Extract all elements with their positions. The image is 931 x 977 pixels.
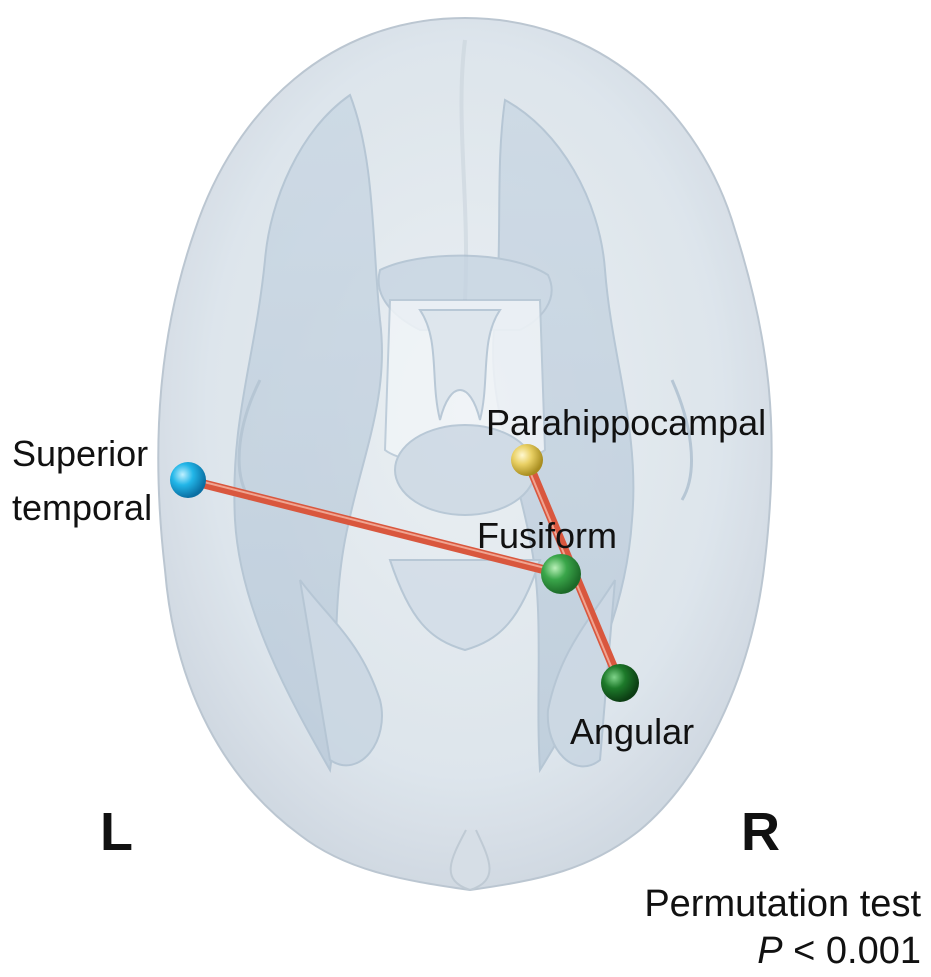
node-angular <box>601 664 639 702</box>
node-fusiform <box>541 554 581 594</box>
statistics-p-value: P < 0.001 <box>757 932 921 970</box>
node-superior-temporal <box>170 462 206 498</box>
label-superior-temporal-line1: Superior <box>12 436 148 472</box>
label-angular: Angular <box>570 714 694 750</box>
p-comparator: < 0.001 <box>793 930 921 972</box>
p-symbol: P <box>757 930 782 972</box>
hemisphere-right-label: R <box>741 805 780 859</box>
hemisphere-left-label: L <box>100 805 133 859</box>
label-superior-temporal-line2: temporal <box>12 490 152 526</box>
label-fusiform: Fusiform <box>477 518 617 554</box>
statistics-test-name: Permutation test <box>644 885 921 923</box>
label-parahippocampal: Parahippocampal <box>486 405 766 441</box>
node-parahippocampal <box>511 444 543 476</box>
